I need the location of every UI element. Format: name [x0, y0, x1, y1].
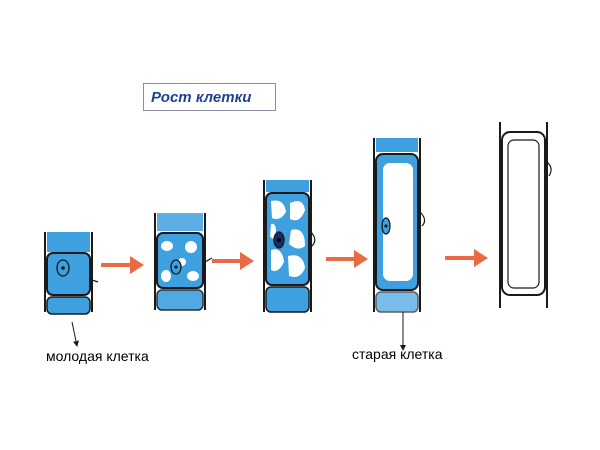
- growth-arrow: [445, 249, 488, 267]
- neighbor-cell-top: [157, 213, 203, 231]
- cell-wall: [501, 131, 546, 296]
- cell-wall-inner: [507, 139, 540, 289]
- diagram-title: Рост клетки: [151, 88, 252, 106]
- neighbor-cell-bottom: [156, 289, 204, 311]
- neighbor-cell-bottom: [46, 296, 91, 315]
- vacuole: [161, 270, 171, 282]
- young-cell-pointer: [71, 321, 79, 347]
- neighbor-cell-top: [47, 232, 90, 252]
- title-box: Рост клетки: [143, 83, 276, 111]
- nucleolus: [277, 238, 281, 242]
- vacuole: [185, 241, 197, 253]
- cell-wall: [46, 252, 91, 296]
- nucleolus: [384, 224, 388, 228]
- vacuole: [161, 241, 173, 251]
- nucleolus: [61, 266, 65, 270]
- cell-stage-2-small-vacuoles: [154, 213, 213, 311]
- cell-stage-3-vacuoles-merging: [263, 180, 316, 313]
- vacuole: [271, 249, 284, 271]
- neighbor-cell-bottom: [265, 286, 310, 313]
- neighbor-cell-bottom: [375, 291, 419, 313]
- vacuole: [187, 271, 199, 281]
- growth-arrow: [101, 256, 144, 274]
- cell-stage-4-large-vacuole: [373, 138, 426, 313]
- vacuole: [290, 201, 305, 221]
- vacuole: [288, 255, 305, 277]
- neighbor-cell-top: [376, 138, 418, 152]
- old-cell-label: старая клетка: [352, 346, 443, 362]
- vacuole: [383, 163, 413, 281]
- nucleolus: [174, 265, 178, 269]
- young-cell: [44, 232, 99, 315]
- young-cell-label: молодая клетка: [46, 348, 149, 364]
- old-cell: [499, 122, 552, 308]
- vacuole: [289, 229, 305, 249]
- growth-arrow: [326, 250, 368, 268]
- growth-arrow: [212, 252, 254, 270]
- vacuole: [271, 200, 286, 220]
- neighbor-cell-top: [266, 180, 309, 192]
